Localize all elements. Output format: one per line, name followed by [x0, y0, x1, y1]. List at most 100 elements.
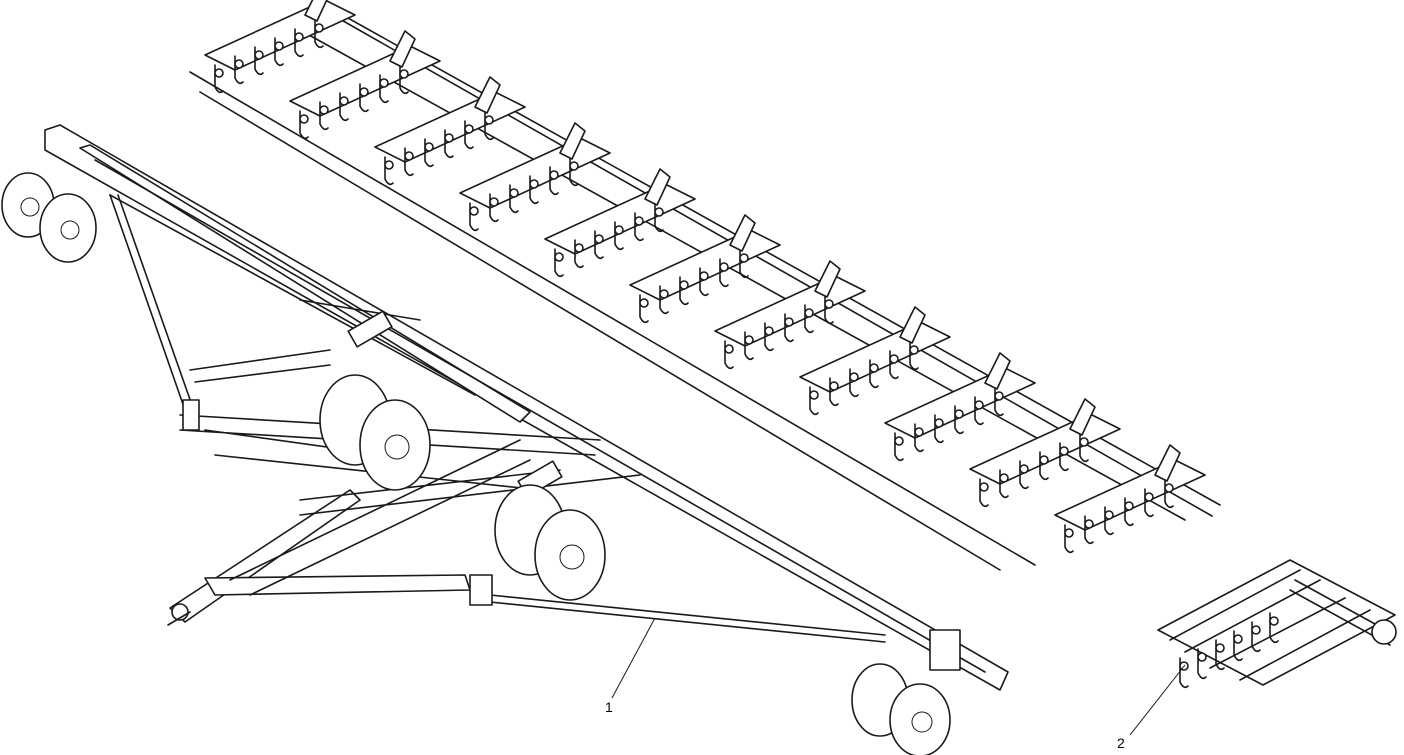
spring-tine — [1251, 621, 1261, 653]
spring-tine — [1233, 630, 1243, 662]
tine-coil — [764, 326, 774, 336]
basket-end — [1371, 619, 1397, 645]
hydraulic-cylinder — [347, 310, 393, 348]
spring-tine — [1084, 515, 1094, 545]
gang-plate — [969, 413, 1121, 485]
spring-tine — [974, 396, 984, 426]
gang-plate — [629, 229, 781, 301]
tine-coil — [974, 400, 984, 410]
hitch-tongue-right — [204, 574, 471, 596]
gang-mount — [1069, 398, 1096, 436]
tine-coil — [489, 197, 499, 207]
tine-coil — [529, 179, 539, 189]
tine-coil — [719, 262, 729, 272]
tine-coil — [1215, 643, 1225, 653]
tine-coil — [294, 32, 304, 42]
spring-tine — [359, 83, 369, 113]
tillage-gang — [799, 306, 951, 416]
tine-coil — [1197, 652, 1207, 662]
spring-tine — [724, 340, 734, 370]
tine-coil — [214, 68, 224, 78]
tine-coil — [574, 243, 584, 253]
spring-tine — [679, 276, 689, 306]
spring-tine — [509, 184, 519, 214]
spring-tine — [849, 368, 859, 398]
spring-tine — [804, 304, 814, 334]
spring-tine — [614, 221, 624, 251]
spring-tine — [909, 341, 919, 371]
spring-tine — [699, 267, 709, 297]
callout-label-1: 1 — [605, 699, 613, 715]
spring-tine — [444, 129, 454, 159]
center-tire — [534, 509, 606, 601]
gang-plate — [544, 183, 696, 255]
spring-tine — [1079, 433, 1089, 463]
callout-layer: 1 2 — [605, 617, 1186, 751]
tine-coil — [1124, 501, 1134, 511]
tine-coil — [509, 188, 519, 198]
gang-mount — [899, 306, 926, 344]
spring-tine — [994, 387, 1004, 417]
spring-tine — [1164, 479, 1174, 509]
tine-coil — [1059, 446, 1069, 456]
spring-tine — [809, 386, 819, 416]
tine-coil — [639, 298, 649, 308]
tine-coil — [399, 69, 409, 79]
tine-coil — [634, 216, 644, 226]
single-shank-section — [1157, 559, 1397, 689]
diagonal-brace-left — [109, 194, 194, 411]
center-tire — [359, 399, 431, 491]
tine-coil — [954, 409, 964, 419]
tine-coil — [724, 344, 734, 354]
callout-label-2: 2 — [1117, 735, 1125, 751]
gang-mount — [814, 260, 841, 298]
spring-tine — [764, 322, 774, 352]
spring-tine — [659, 285, 669, 315]
spring-tine — [784, 313, 794, 343]
tillage-gang — [629, 214, 781, 324]
spring-tine — [469, 202, 479, 232]
spring-tine — [314, 19, 324, 49]
tine-coil — [1144, 492, 1154, 502]
tillage-gang — [374, 76, 526, 186]
tine-coil — [1039, 455, 1049, 465]
tine-coil — [1269, 616, 1279, 626]
tillage-gang — [1054, 444, 1206, 554]
spring-tine — [319, 101, 329, 131]
spring-tine — [739, 249, 749, 279]
spring-tine — [294, 28, 304, 58]
tillage-gang — [459, 122, 611, 232]
tine-coil — [1019, 464, 1029, 474]
tine-coil — [679, 280, 689, 290]
spring-tine — [639, 294, 649, 324]
tine-coil — [384, 160, 394, 170]
tine-coil — [894, 436, 904, 446]
tine-coil — [979, 482, 989, 492]
spring-tine — [999, 469, 1009, 499]
spring-tine — [829, 377, 839, 407]
spring-tine — [1104, 506, 1114, 536]
tillage-gang — [884, 352, 1036, 462]
spring-tine — [954, 405, 964, 435]
tine-coil — [804, 308, 814, 318]
tine-coil — [909, 345, 919, 355]
tine-coil — [829, 381, 839, 391]
spring-tine — [299, 110, 309, 140]
spring-tine — [484, 111, 494, 141]
spring-tine — [569, 157, 579, 187]
tine-coil — [554, 252, 564, 262]
tine-coil — [379, 78, 389, 88]
gang-mount — [474, 76, 501, 114]
transport-wheels — [1, 172, 951, 755]
tine-coil — [299, 114, 309, 124]
tine-coil — [824, 299, 834, 309]
tine-coil — [444, 133, 454, 143]
rear-bracket — [929, 629, 961, 671]
tine-coil — [234, 59, 244, 69]
gang-plate — [459, 137, 611, 209]
gang-mount — [1154, 444, 1181, 482]
tillage-gang-assembly — [189, 0, 1221, 571]
tine-coil — [1079, 437, 1089, 447]
tillage-gang — [289, 30, 441, 140]
leader-line-1 — [611, 617, 656, 699]
